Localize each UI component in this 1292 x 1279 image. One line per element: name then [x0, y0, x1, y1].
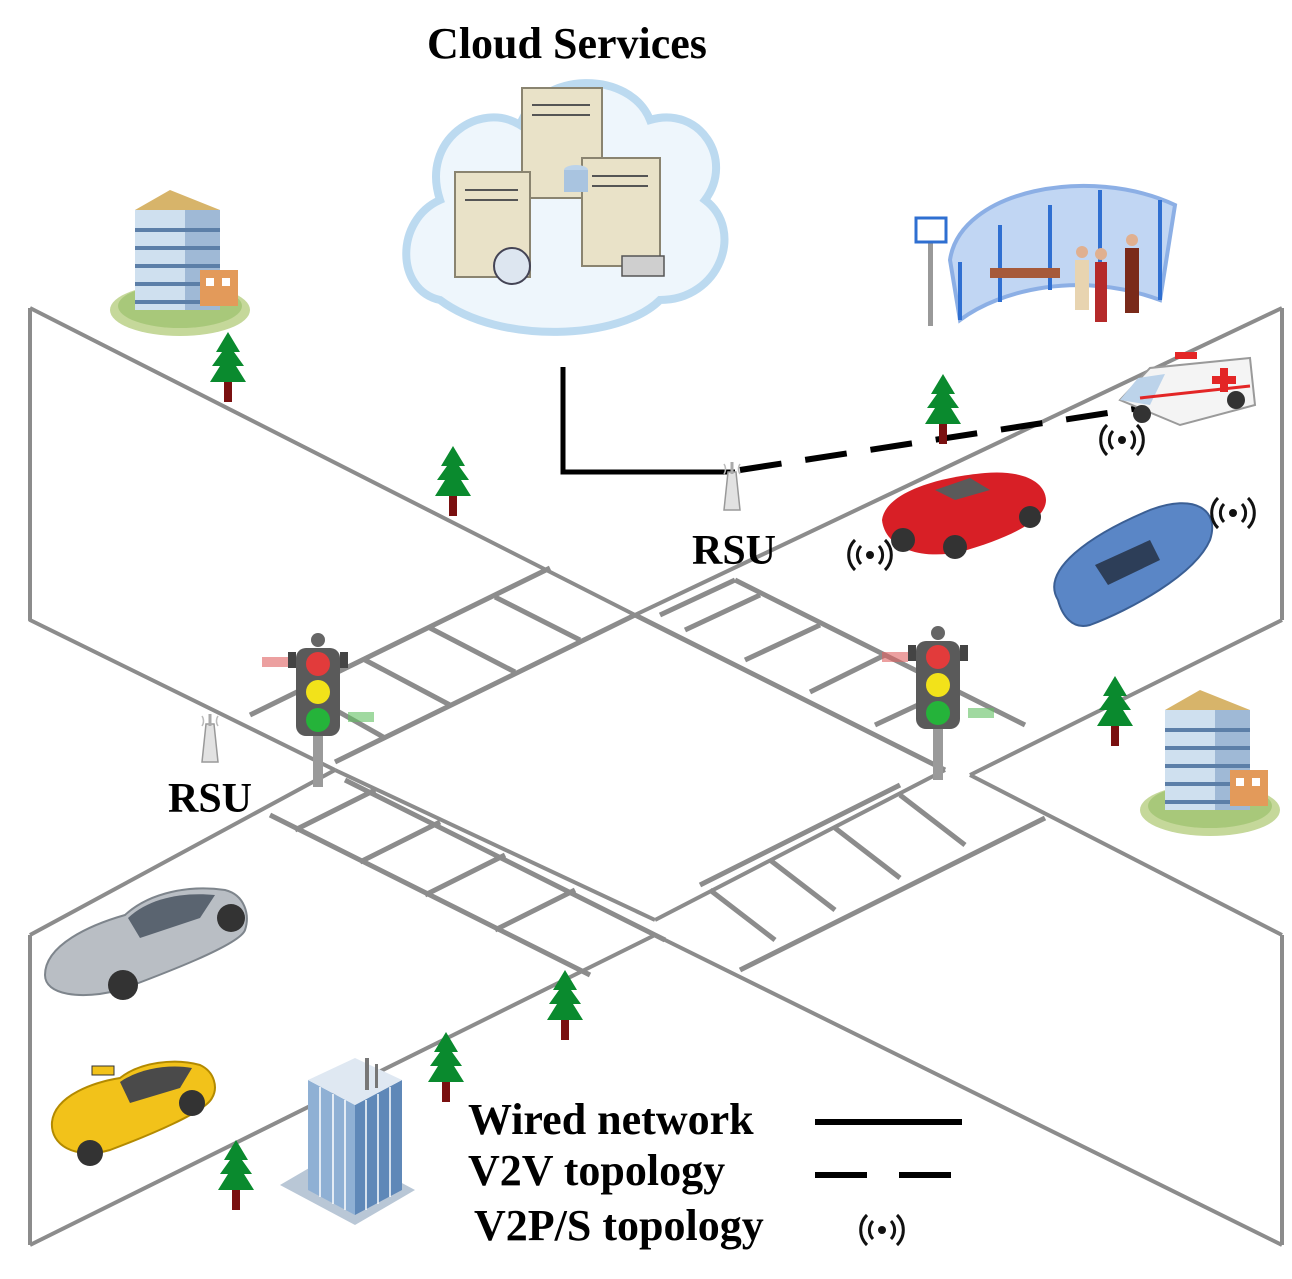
wired-link [560, 367, 735, 475]
wireless-signal-icon [1210, 496, 1256, 530]
traffic-light-icon [262, 633, 374, 787]
crosswalks [248, 565, 1047, 978]
traffic-light-icon [882, 626, 994, 780]
car-icon [1053, 502, 1214, 627]
rsu-label-1: RSU [692, 528, 776, 574]
rsu-antenna-icon [201, 713, 219, 763]
bus-stop-icon [914, 183, 1178, 326]
wireless-signal-icon [847, 538, 893, 572]
taxi-icon [50, 1060, 216, 1166]
cloud-servers-icon [402, 79, 729, 336]
legend-v2v-label: V2V topology [468, 1146, 725, 1195]
legend-wired-label: Wired network [468, 1095, 754, 1144]
page-title: Cloud Services [427, 19, 707, 68]
rsu-antenna-icon [723, 461, 741, 511]
office-building-icon [1138, 688, 1282, 838]
office-building-icon [108, 188, 252, 338]
car-icon [43, 887, 248, 1000]
ambulance-icon [1118, 352, 1257, 427]
legend-v2ps-label: V2P/S topology [474, 1201, 764, 1250]
legend: Wired network V2V topology V2P/S topolog… [468, 1095, 962, 1250]
car-icon [882, 472, 1046, 559]
wireless-signal-icon [1099, 423, 1145, 457]
wireless-signal-icon [859, 1213, 905, 1247]
glass-tower-icon [280, 1058, 415, 1225]
road-network [28, 306, 1284, 1247]
rsu-label-2: RSU [168, 776, 252, 822]
